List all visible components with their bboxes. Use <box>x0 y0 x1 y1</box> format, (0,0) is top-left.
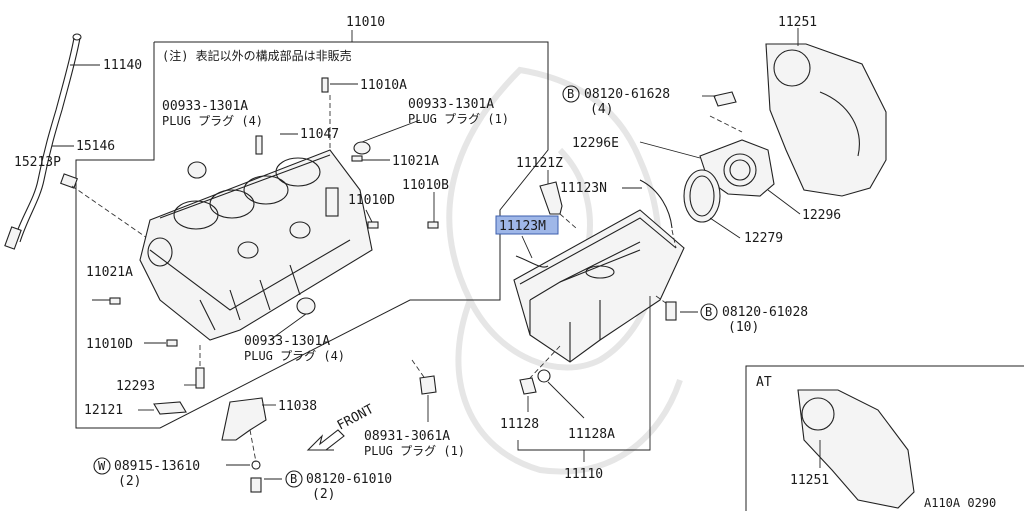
label-11047: 11047 <box>300 127 339 142</box>
label-11251: 11251 <box>778 15 817 30</box>
label-11010: 11010 <box>346 15 385 30</box>
bolt-a-symbol: W <box>98 459 106 473</box>
bolt-symbol-circles <box>93 85 718 488</box>
label-plug-c-number: 00933-1301A <box>244 334 330 349</box>
oil-dipstick <box>4 33 100 250</box>
oil-pan <box>513 209 685 363</box>
label-11123n: 11123N <box>560 181 607 196</box>
bolt-b-symbol: B <box>290 472 297 486</box>
rear-plate <box>765 28 887 197</box>
bolt-c-symbol: B <box>567 87 574 101</box>
label-plug-d-number: 08931-3061A <box>364 429 450 444</box>
rear-seal-retainer <box>639 91 801 239</box>
block-leader-lines <box>92 83 435 411</box>
label-15213p: 15213P <box>14 155 61 170</box>
label-11128: 11128 <box>500 417 539 432</box>
label-bolt-b-qty: (2) <box>312 487 335 502</box>
label-plug-b-number: 00933-1301A <box>408 97 494 112</box>
at-inset-frame <box>745 365 1024 511</box>
note-text: (注) 表記以外の構成部品は非販売 <box>162 48 352 63</box>
label-11121z: 11121Z <box>516 156 563 171</box>
label-11021a-top: 11021A <box>392 154 439 169</box>
label-bolt-b-number: 08120-61010 <box>306 472 392 487</box>
label-11010b: 11010B <box>402 178 449 193</box>
highlight-box <box>495 215 559 235</box>
label-bolt-c-number: 08120-61628 <box>584 87 670 102</box>
label-12121: 12121 <box>84 403 123 418</box>
label-12293: 12293 <box>116 379 155 394</box>
label-11140: 11140 <box>103 58 142 73</box>
front-arrow <box>306 429 345 451</box>
label-plug-d-text: PLUG プラグ (1) <box>364 444 465 458</box>
label-12296: 12296 <box>802 208 841 223</box>
label-plug-a-text: PLUG プラグ (4) <box>162 114 263 128</box>
label-bolt-d-qty: (10) <box>728 320 759 335</box>
label-plug-a-number: 00933-1301A <box>162 99 248 114</box>
cylinder-block <box>139 149 373 341</box>
label-15146: 15146 <box>76 139 115 154</box>
label-plug-b-text: PLUG プラグ (1) <box>408 112 509 126</box>
block-small-parts <box>109 77 439 415</box>
label-11010a: 11010A <box>360 78 407 93</box>
label-plug-c-text: PLUG プラグ (4) <box>244 349 345 363</box>
label-12296e: 12296E <box>572 136 619 151</box>
label-at: AT <box>756 375 772 390</box>
drain-plug <box>411 359 437 422</box>
oil-pan-bolts <box>655 295 698 321</box>
label-11123m: 11123M <box>499 219 546 234</box>
block-group-frame <box>75 30 549 429</box>
label-figure-code: A110A 0290 <box>924 496 996 510</box>
label-12279: 12279 <box>744 231 783 246</box>
dashed-dipstick-guide <box>71 185 151 241</box>
label-bolt-a-number: 08915-13610 <box>114 459 200 474</box>
oil-pan-gaskets <box>515 170 677 268</box>
label-11110: 11110 <box>564 467 603 482</box>
label-11038: 11038 <box>278 399 317 414</box>
label-11010d-top: 11010D <box>348 193 395 208</box>
label-11251-at: 11251 <box>790 473 829 488</box>
label-11021a-left: 11021A <box>86 265 133 280</box>
label-11010d-left: 11010D <box>86 337 133 352</box>
pan-drain-plug <box>517 296 651 462</box>
oil-strainer <box>221 397 282 493</box>
label-bolt-a-qty: (2) <box>118 474 141 489</box>
bolt-d-symbol: B <box>705 305 712 319</box>
label-11128a: 11128A <box>568 427 615 442</box>
label-bolt-d-number: 08120-61028 <box>722 305 808 320</box>
label-bolt-c-qty: (4) <box>590 102 613 117</box>
